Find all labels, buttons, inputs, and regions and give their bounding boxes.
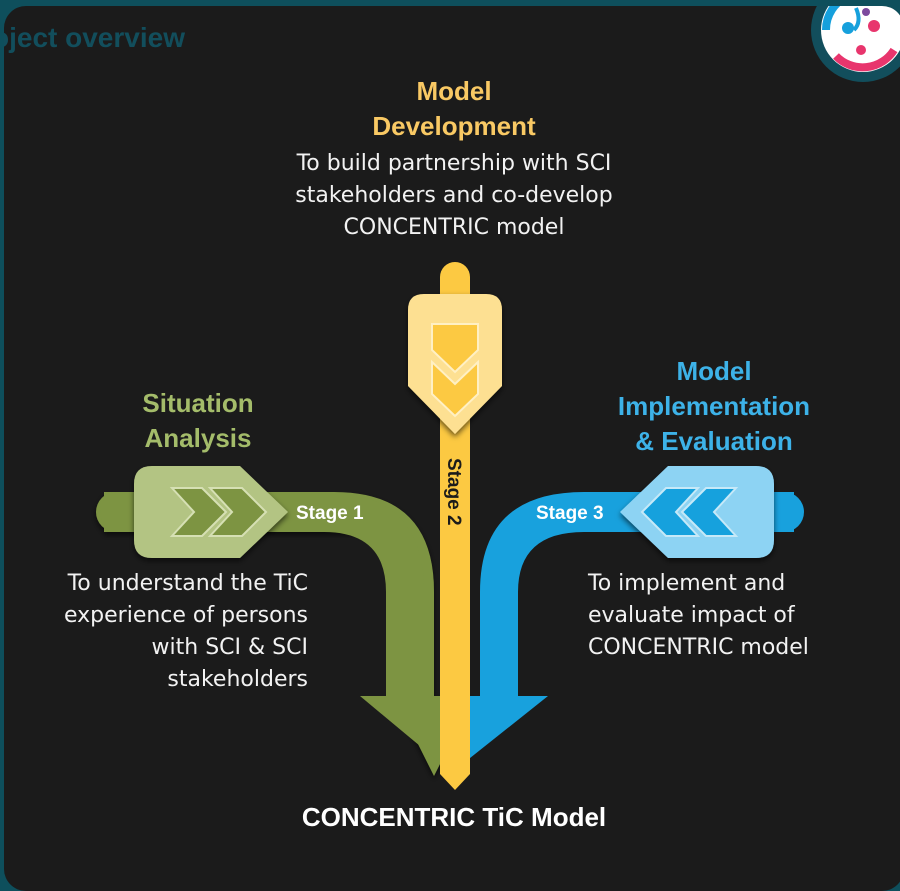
stage-3-description-line-3: CONCENTRIC model [588,635,809,660]
stage-1-heading-line-1: Situation [142,388,254,418]
stage-3-plug [620,466,774,558]
stage-3-label: Stage 3 [536,503,604,524]
slide-frame: oject overview [4,6,900,891]
page-title: oject overview [4,22,185,53]
project-logo [811,6,900,82]
stage-2-heading: Model Development [334,74,574,144]
stage-2-heading-line-2: Development [372,111,536,141]
stage-2-description: To build partnership with SCI stakeholde… [254,148,654,244]
stage-1-plug [134,466,288,558]
stage-1-description: To understand the TiC experience of pers… [24,568,308,696]
stage-1-arrow-body [154,492,444,766]
stage-3-heading-line-3: & Evaluation [635,426,793,456]
stage-3-description-line-1: To implement and [588,571,786,596]
stage-1-description-line-3: with SCI & SCI [151,635,308,660]
stage-1-heading-line-2: Analysis [144,423,252,453]
stage-1-description-line-2: experience of persons [64,603,308,628]
stage-1-description-line-1: To understand the TiC [67,571,308,596]
stage-2-heading-line-1: Model [416,76,492,106]
stage-3-arrow-body [460,492,794,766]
result-label: CONCENTRIC TiC Model [301,802,607,832]
stage-2-description-line-3: CONCENTRIC model [343,215,565,240]
stage-3-description: To implement and evaluate impact of CONC… [588,568,878,664]
stage-2-plug [408,294,502,434]
stage-diagram: Stage 1 Stage 3 Stage 2 [96,262,804,790]
stage-1-description-line-4: stakeholders [167,667,308,692]
stage-1-heading: Situation Analysis [98,386,298,456]
stage-3-heading-line-2: Implementation [617,391,811,421]
stage-2-description-line-2: stakeholders and co-develop [295,183,613,208]
stage-2-description-line-1: To build partnership with SCI [296,151,612,176]
stage-3-heading: Model Implementation & Evaluation [584,354,844,459]
stage-1-label: Stage 1 [296,503,364,524]
stage-2-label: Stage 2 [443,458,464,526]
stage-3-heading-line-1: Model [676,356,752,386]
stage-3-description-line-2: evaluate impact of [588,603,795,628]
